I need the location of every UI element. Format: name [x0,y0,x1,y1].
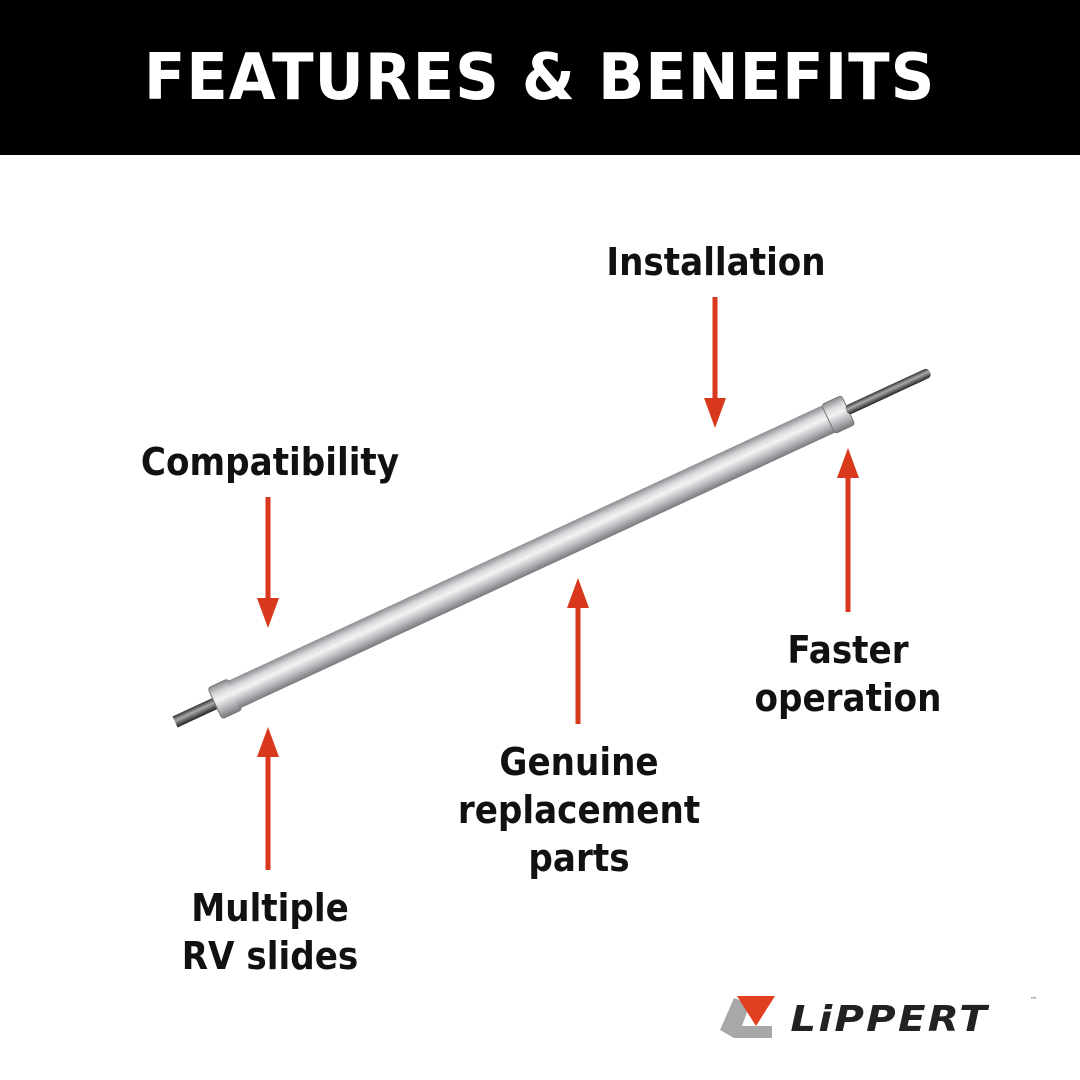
trademark-symbol: ™ [1030,996,1037,1004]
arrow-installation [704,297,726,428]
callout-line: operation [754,676,942,720]
callout-line: Genuine [499,740,659,784]
arrow-faster-operation [837,448,859,612]
callout-genuine-parts: Genuine replacement parts [458,738,700,882]
callout-line: Multiple [191,886,349,930]
actuator-rod-image [172,368,931,728]
shaft-end [845,368,931,415]
logo-mark-red [737,996,775,1026]
arrow-multiple-slides [257,727,279,870]
callout-line: Faster [787,628,909,672]
page-title: FEATURES & BENEFITS [144,40,936,115]
callout-multiple-slides: Multiple RV slides [182,884,359,980]
callout-line: parts [528,836,630,880]
tube-body [226,403,839,709]
callout-line: replacement [457,788,701,832]
logo-wordmark: LiPPERT [790,999,989,1040]
arrow-compatibility [257,497,279,628]
callout-line: RV slides [181,934,359,978]
callout-faster-operation: Faster operation [754,626,941,722]
callout-compatibility: Compatibility [140,440,400,484]
header-banner: FEATURES & BENEFITS [0,0,1080,155]
arrow-genuine-parts [567,578,589,724]
lippert-logo: LiPPERT ™ [720,996,1037,1040]
logo-mark-gray [720,998,772,1038]
callout-installation: Installation [606,240,826,284]
threaded-end [172,696,222,728]
